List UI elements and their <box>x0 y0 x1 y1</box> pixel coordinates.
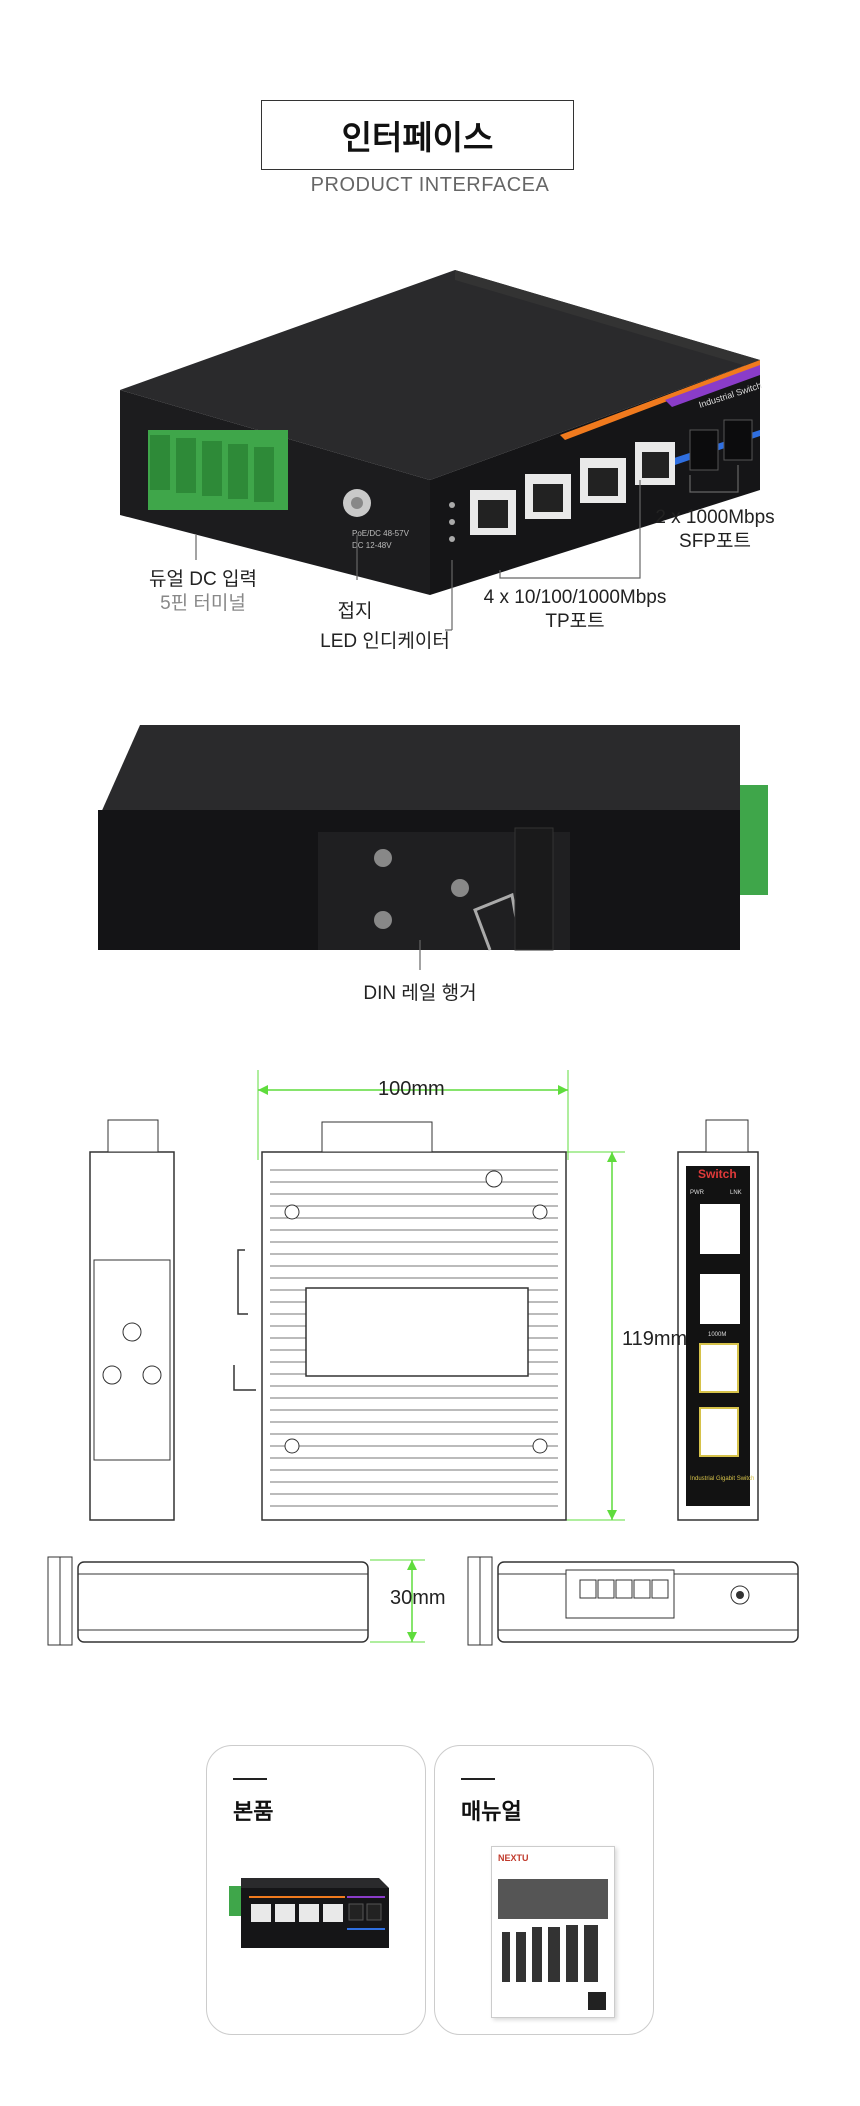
device-front-illustration: PoE/DC 48-57V DC 12-48V Industrial Switc… <box>120 270 763 631</box>
sfp-port <box>689 429 719 471</box>
led-label: LED 인디케이터 <box>320 631 450 652</box>
dimension-height: 119mm <box>622 1328 688 1350</box>
purple-stripe <box>665 365 760 407</box>
led-indicator <box>449 519 455 525</box>
device-thumbnail <box>229 1878 389 1948</box>
side-speed: 1000M <box>708 1332 726 1338</box>
manual-thumbnail: NEXTU <box>491 1846 615 2018</box>
device-rear-illustration <box>98 725 768 970</box>
terminal-block <box>148 430 288 510</box>
page-title: 인터페이스 <box>261 100 574 170</box>
bottom-view-left <box>77 1561 369 1643</box>
package-item-device: 본품 <box>206 1745 426 2035</box>
manual-brand: NEXTU <box>498 1853 529 1863</box>
rj45-port-group <box>470 442 675 535</box>
dimension-width: 100mm <box>378 1078 445 1100</box>
device-top-surface <box>100 725 740 815</box>
sfp-port <box>723 419 753 461</box>
side-footer: Industrial Gigabit Switch <box>690 1476 754 1482</box>
terminal-block <box>740 785 768 895</box>
dimension-drawing: Switch PWR LNK 1000M Industrial Gigabit … <box>47 1070 799 1646</box>
screw-icon <box>451 879 469 897</box>
power-spec-1: PoE/DC 48-57V <box>352 529 410 538</box>
tp-ports-label: 4 x 10/100/1000Mbps TP포트 <box>483 587 667 632</box>
dimension-depth: 30mm <box>390 1587 446 1609</box>
sfp-ports-label: 2 x 1000Mbps SFP포트 <box>655 507 775 552</box>
dc-input-label: 듀얼 DC 입력 5핀 터미널 <box>118 568 288 616</box>
label-plate <box>305 1287 529 1377</box>
page-subtitle: PRODUCT INTERFACEA <box>310 174 550 196</box>
side-brand: Switch <box>698 1167 737 1181</box>
ground-label: 접지 <box>337 601 373 622</box>
din-rail-label: DIN 레일 행거 <box>363 983 477 1004</box>
screw-icon <box>374 911 392 929</box>
led-indicator <box>449 536 455 542</box>
package-item-manual: 매뉴얼 NEXTU <box>434 1745 654 2035</box>
dc-terminal-label: 5핀 터미널 <box>160 593 246 614</box>
screw-icon <box>374 849 392 867</box>
package-item-title: 본품 <box>233 1799 274 1824</box>
power-spec-2: DC 12-48V <box>352 541 392 550</box>
led-indicator <box>449 502 455 508</box>
side-lnk: LNK <box>730 1190 742 1196</box>
package-item-title: 매뉴얼 <box>461 1799 522 1824</box>
orange-stripe <box>560 360 760 440</box>
side-pwr: PWR <box>690 1190 705 1196</box>
